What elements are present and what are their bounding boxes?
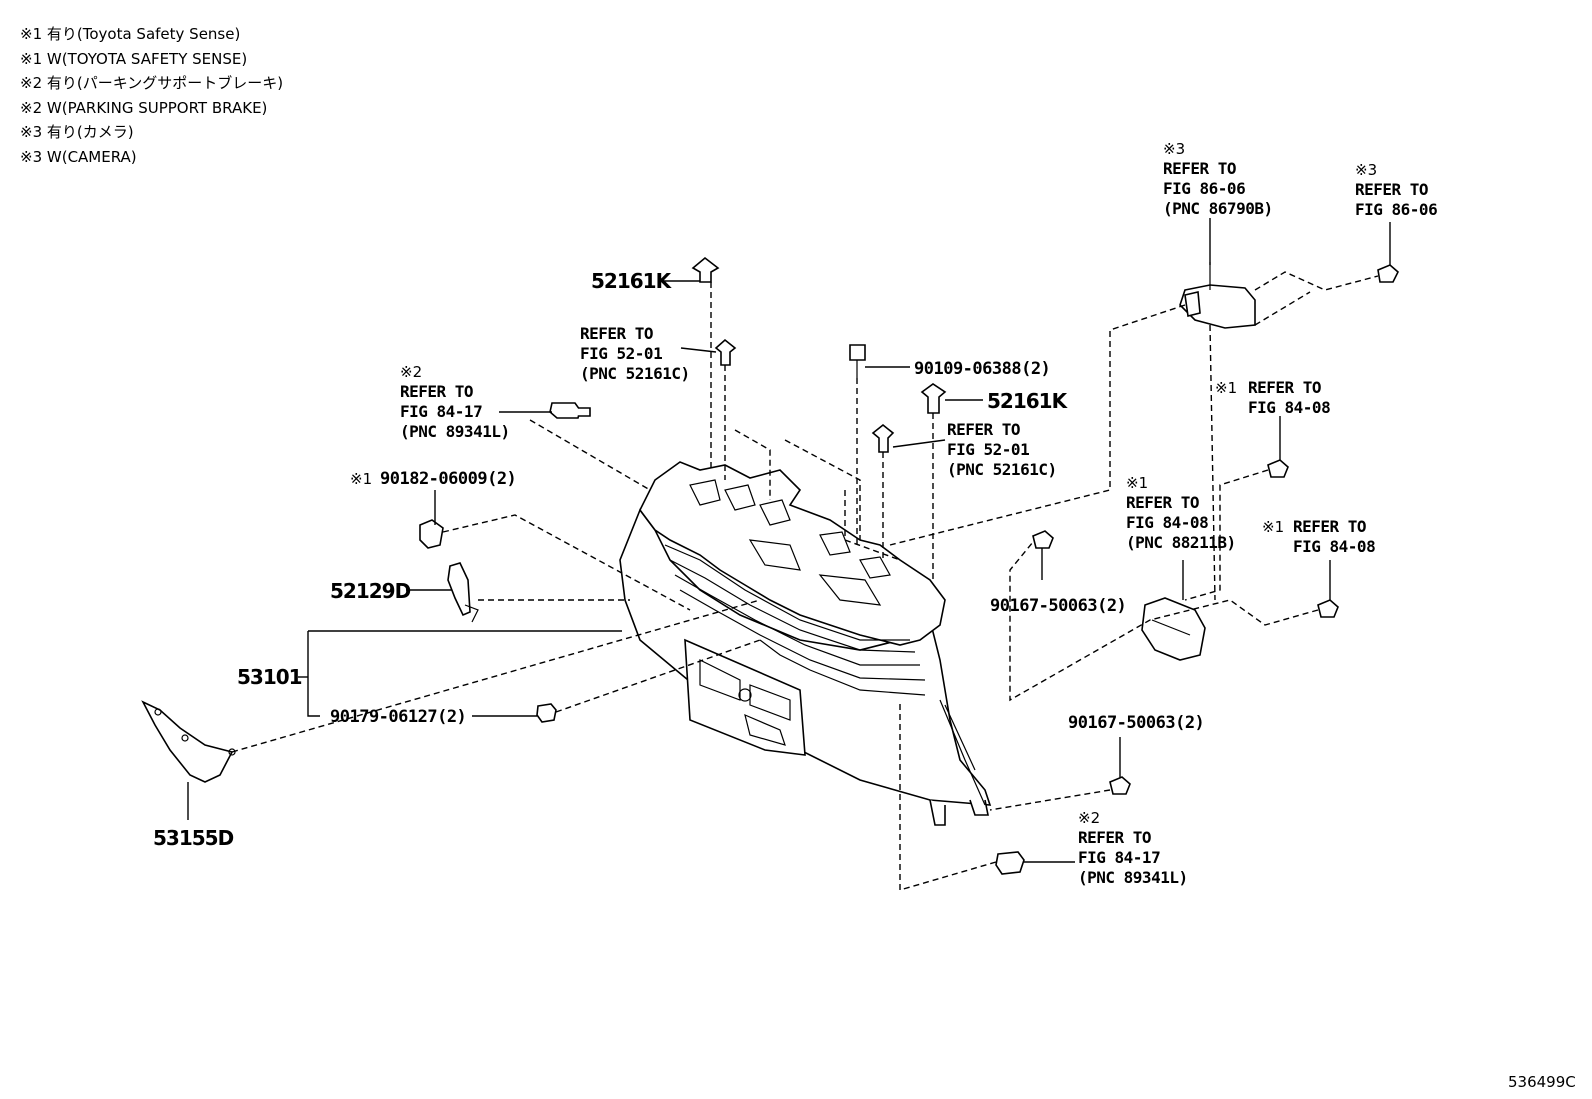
refer-84-17-b-line1: REFER TO [1078,828,1151,847]
label-53101: 53101 [237,665,302,689]
clip-90179-icon [536,703,557,723]
refer-84-08-c-line2: FIG 84-08 [1293,537,1375,556]
label-52129D: 52129D [330,579,411,603]
legend: ※1 有り(Toyota Safety Sense) ※1 W(TOYOTA S… [20,22,283,169]
figure-id: 536499C [1508,1073,1576,1091]
sensor-89341L-bottom-icon [995,851,1025,875]
callout-refer-86-06-b: ※3 REFER TO FIG 86-06 [1355,161,1438,219]
callout-refer-52-01-b: REFER TO FIG 52-01 (PNC 52161C) [947,420,1057,479]
label-52161K-mid: 52161K [987,389,1069,413]
nut-90182-icon [419,519,444,549]
screw-86-06-icon [1377,264,1399,283]
refer-86-06-a-mark: ※3 [1163,140,1185,158]
refer-86-06-a-line1: REFER TO [1163,159,1236,178]
label-90182-mark: ※1 [350,470,372,488]
screw-84-08-a-icon [1267,459,1289,478]
refer-84-08-b-line1: REFER TO [1126,493,1199,512]
refer-84-17-b-line2: FIG 84-17 [1078,848,1160,867]
callout-refer-52-01-a: REFER TO FIG 52-01 (PNC 52161C) [580,324,690,383]
clip-52161C-second-icon [871,423,895,453]
camera-86790B-icon [1179,262,1256,329]
label-90182: 90182-06009(2) [380,469,516,489]
refer-84-17-a-mark: ※2 [400,363,422,381]
clip-52161K-mid-icon [920,383,947,414]
refer-84-08-a-mark: ※1 [1215,379,1237,397]
label-90167-lower: 90167-50063(2) [1068,713,1204,733]
sensor-88211B-icon [1141,597,1206,661]
refer-86-06-a-line2: FIG 86-06 [1163,179,1245,198]
legend-line-4: ※2 W(PARKING SUPPORT BRAKE) [20,98,268,117]
bolt-90109-icon [849,344,866,378]
callout-refer-84-17-a: ※2 REFER TO FIG 84-17 (PNC 89341L) [400,363,510,441]
refer-84-17-a-line3: (PNC 89341L) [400,422,510,441]
refer-84-08-c-mark: ※1 [1262,518,1284,536]
callout-refer-84-08-b: ※1 REFER TO FIG 84-08 (PNC 88211B) [1126,474,1236,552]
refer-84-17-a-line2: FIG 84-17 [400,402,482,421]
label-90109: 90109-06388(2) [914,359,1050,379]
refer-84-08-b-line2: FIG 84-08 [1126,513,1208,532]
screw-90167-upper-icon [1032,530,1054,549]
refer-84-17-b-line3: (PNC 89341L) [1078,868,1188,887]
radiator-grille-illustration [619,461,992,826]
bracket-52129D-icon [447,562,479,623]
refer-84-17-a-line1: REFER TO [400,382,473,401]
label-53155D: 53155D [153,826,234,850]
sensor-89341L-top-icon [549,402,591,419]
legend-line-5: ※3 有り(カメラ) [20,123,134,141]
refer-86-06-b-mark: ※3 [1355,161,1377,179]
refer-52-01-a-line2: FIG 52-01 [580,344,662,363]
refer-52-01-a-line1: REFER TO [580,324,653,343]
refer-86-06-b-line2: FIG 86-06 [1355,200,1437,219]
screw-90167-lower-icon [1109,776,1131,795]
refer-52-01-b-line1: REFER TO [947,420,1020,439]
refer-52-01-b-line3: (PNC 52161C) [947,460,1057,479]
screw-84-08-c-icon [1317,599,1339,618]
clip-52161C-icon [714,338,737,366]
callout-90182: ※1 90182-06009(2) [350,469,517,489]
leader-lines [187,218,1391,863]
callout-refer-86-06-a: ※3 REFER TO FIG 86-06 (PNC 86790B) [1163,140,1273,218]
callout-refer-84-08-c: ※1 REFER TO FIG 84-08 [1262,517,1376,556]
legend-line-3: ※2 有り(パーキングサポートブレーキ) [20,74,284,92]
refer-84-08-c-line1: REFER TO [1293,517,1366,536]
label-90179: 90179-06127(2) [330,707,466,727]
refer-84-08-a-line2: FIG 84-08 [1248,398,1330,417]
garnish-53155D-icon [141,700,236,783]
refer-86-06-a-line3: (PNC 86790B) [1163,199,1273,218]
refer-84-17-b-mark: ※2 [1078,809,1100,827]
clip-52161K-top-icon [691,256,720,283]
refer-84-08-a-line1: REFER TO [1248,378,1321,397]
refer-84-08-b-mark: ※1 [1126,474,1148,492]
refer-86-06-b-line1: REFER TO [1355,180,1428,199]
refer-52-01-b-line2: FIG 52-01 [947,440,1029,459]
legend-line-1: ※1 有り(Toyota Safety Sense) [20,25,241,43]
assembly-lines [231,271,1379,891]
callout-refer-84-08-a: ※1 REFER TO FIG 84-08 [1215,378,1331,417]
refer-52-01-a-line3: (PNC 52161C) [580,364,690,383]
label-52161K-top: 52161K [591,269,673,293]
legend-line-2: ※1 W(TOYOTA SAFETY SENSE) [20,49,248,68]
label-90167-upper: 90167-50063(2) [990,596,1126,616]
legend-line-6: ※3 W(CAMERA) [20,147,137,166]
refer-84-08-b-line3: (PNC 88211B) [1126,533,1236,552]
callout-refer-84-17-b: ※2 REFER TO FIG 84-17 (PNC 89341L) [1078,809,1188,887]
